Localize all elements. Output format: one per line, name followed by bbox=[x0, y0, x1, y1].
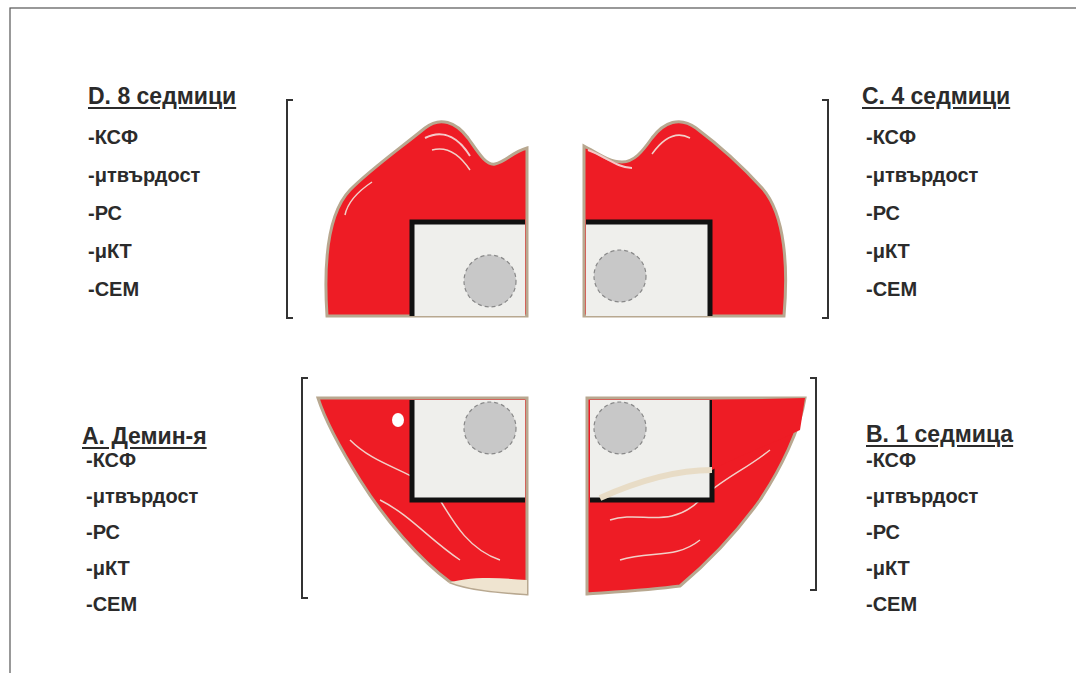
group-heading: D. 8 седмици bbox=[88, 84, 236, 108]
measurement-item: -μКТ bbox=[88, 239, 132, 263]
measurement-item: -КСФ bbox=[866, 448, 916, 472]
bracket bbox=[287, 100, 293, 318]
measurement-item: -РС bbox=[86, 520, 120, 544]
bracket bbox=[810, 378, 816, 590]
measurement-item: -μтвърдост bbox=[86, 484, 198, 508]
group-heading: A. Демин-я bbox=[82, 424, 207, 448]
tooth-crown-half bbox=[584, 122, 786, 316]
measurement-item: -СЕМ bbox=[88, 277, 139, 301]
tooth-root-half bbox=[587, 398, 805, 594]
frame-border bbox=[10, 8, 1076, 673]
measurement-item: -μКТ bbox=[866, 239, 910, 263]
measurement-item: -μтвърдост bbox=[88, 163, 200, 187]
group-heading: B. 1 седмица bbox=[866, 422, 1013, 446]
measurement-item: -РС bbox=[866, 201, 900, 225]
tooth-crown-half bbox=[326, 122, 527, 316]
measurement-item: -μКТ bbox=[86, 556, 130, 580]
measurement-item: -СЕМ bbox=[86, 592, 137, 616]
measurement-item: -СЕМ bbox=[866, 277, 917, 301]
measurement-item: -СЕМ bbox=[866, 592, 917, 616]
group-heading: C. 4 седмици bbox=[862, 84, 1010, 108]
tooth-root-half bbox=[318, 398, 527, 594]
measurement-item: -μтвърдост bbox=[866, 163, 978, 187]
measurement-item: -μтвърдост bbox=[866, 484, 978, 508]
measurement-item: -РС bbox=[88, 201, 122, 225]
measurement-item: -КСФ bbox=[86, 448, 136, 472]
measurement-item: -КСФ bbox=[88, 125, 138, 149]
measurement-item: -РС bbox=[866, 520, 900, 544]
measurement-item: -μКТ bbox=[866, 556, 910, 580]
measurement-item: -КСФ bbox=[866, 125, 916, 149]
bracket bbox=[302, 378, 308, 598]
bracket bbox=[822, 100, 828, 318]
